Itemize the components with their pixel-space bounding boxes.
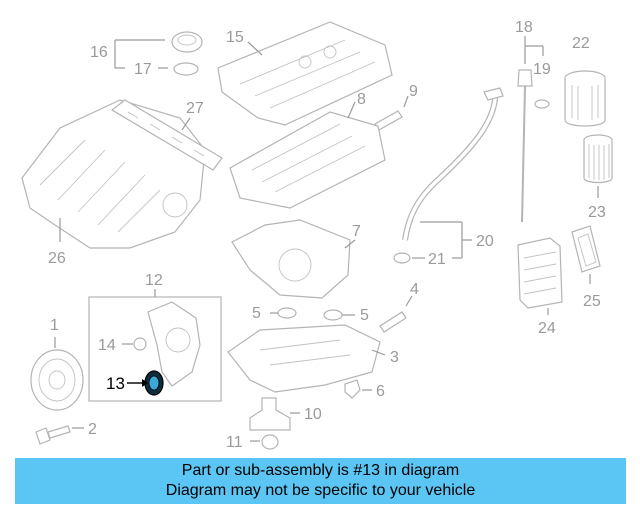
callout-16: 16 <box>90 44 108 61</box>
timing-case-cover-part <box>147 301 201 387</box>
info-banner: Part or sub-assembly is #13 in diagram D… <box>15 458 626 504</box>
oil-filter-element-part <box>583 134 613 184</box>
callout-19: 19 <box>533 61 551 78</box>
dipstick-seal-part <box>534 99 550 109</box>
callout-6: 6 <box>376 383 385 400</box>
callout-20: 20 <box>476 233 494 250</box>
callout-18: 18 <box>515 19 533 36</box>
callout-26: 26 <box>48 250 66 267</box>
banner-line-2: Diagram may not be specific to your vehi… <box>165 482 476 499</box>
callout-5a: 5 <box>252 305 261 322</box>
callout-9: 9 <box>409 83 418 100</box>
tube-seal-part <box>393 252 411 264</box>
callout-11: 11 <box>226 434 243 451</box>
callout-1: 1 <box>50 317 59 334</box>
oil-filter-housing-part <box>564 70 606 127</box>
callout-27: 27 <box>186 100 204 117</box>
oil-level-sensor-part <box>379 311 407 333</box>
callout-14: 14 <box>98 337 116 354</box>
callout-21: 21 <box>428 251 446 268</box>
crankshaft-pulley-part <box>30 349 84 411</box>
oil-pan-part <box>227 324 381 393</box>
callout-15: 15 <box>226 29 244 46</box>
plug-14-part <box>133 337 147 351</box>
callout-4: 4 <box>410 281 419 298</box>
timing-cover-part <box>231 219 351 299</box>
cap-seal-part <box>173 62 199 76</box>
callout-12: 12 <box>145 272 163 289</box>
parts-diagram: 26 27 16 17 15 9 8 7 <box>21 19 613 451</box>
oil-cooler-part <box>517 237 563 309</box>
oil-filler-cap-part <box>171 31 203 53</box>
sensor-part <box>374 110 403 131</box>
cooler-gasket-part <box>571 225 601 273</box>
callout-25: 25 <box>583 293 601 310</box>
gasket-right-part <box>323 309 343 321</box>
valve-cover-part <box>217 21 393 126</box>
callout-13: 13 <box>106 374 125 393</box>
seal-13-part <box>144 370 164 396</box>
gasket-left-part <box>277 307 297 319</box>
callout-24: 24 <box>538 320 556 337</box>
callout-5b: 5 <box>360 307 369 324</box>
intake-gasket-part <box>110 99 223 171</box>
intake-manifold-part <box>21 99 206 249</box>
callout-7: 7 <box>352 223 361 240</box>
drain-plug-part <box>344 379 361 399</box>
callout-8: 8 <box>357 91 366 108</box>
callout-2: 2 <box>88 421 97 438</box>
callout-22: 22 <box>572 35 590 52</box>
callout-23: 23 <box>588 204 606 221</box>
banner-line-1: Part or sub-assembly is #13 in diagram <box>181 462 460 479</box>
cylinder-head-part <box>229 111 386 209</box>
oil-pump-part <box>249 397 291 431</box>
callout-3: 3 <box>390 349 399 366</box>
callout-17: 17 <box>134 61 152 78</box>
dipstick-tube-part <box>402 87 504 241</box>
dipstick-part <box>517 69 533 223</box>
callout-10: 10 <box>304 406 322 423</box>
bolt-11-part <box>261 434 279 450</box>
pulley-bolt-part <box>35 425 71 445</box>
